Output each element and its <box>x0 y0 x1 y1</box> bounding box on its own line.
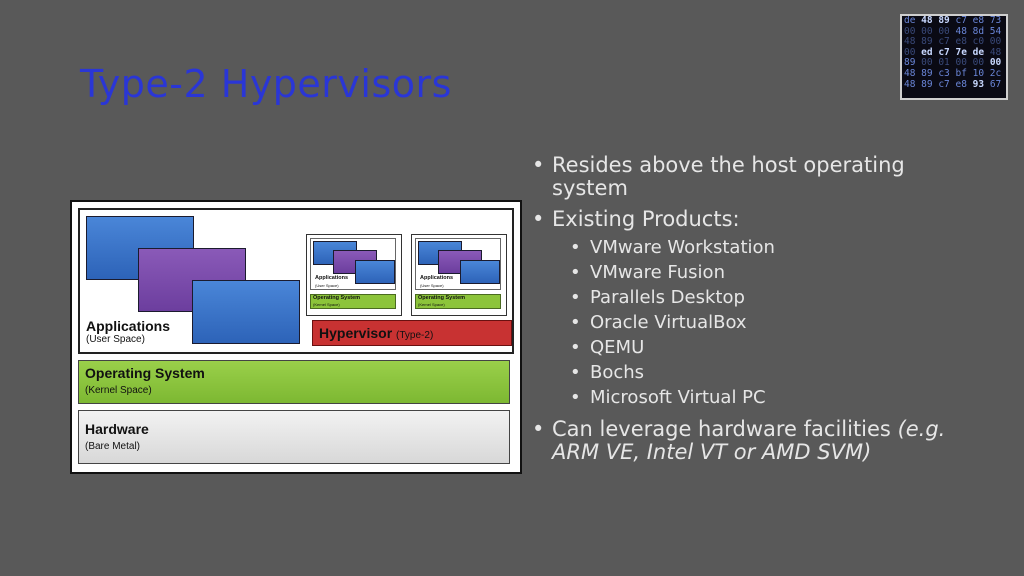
hypervisor-diagram: Applications (User Space) Applications (… <box>70 200 522 474</box>
guest-user-space: Applications (User Space) <box>310 238 396 290</box>
hex-dump-logo: de 48 89 c7 e8 73 00 00 00 48 8d 54 48 8… <box>900 14 1008 100</box>
guest-user-space: Applications (User Space) <box>415 238 501 290</box>
guest-applications-label: Applications <box>420 275 454 281</box>
hypervisor-label: Hypervisor <box>319 325 393 341</box>
leverage-text: Can leverage hardware facilities <box>552 417 891 441</box>
product-item: VMware Fusion <box>570 260 972 285</box>
product-item: Oracle VirtualBox <box>570 310 972 335</box>
logo-row: 48 89 c3 bf 10 2c <box>904 67 1002 79</box>
guest-os-layer: Operating System (Kernel Space) <box>310 294 396 309</box>
host-os-layer: Operating System (Kernel Space) <box>78 360 510 404</box>
bullet-existing-products: Existing Products: <box>532 208 972 232</box>
bullet-resides: Resides above the host operating system <box>532 154 972 200</box>
guest-applications-label: Applications <box>315 275 349 281</box>
applications-title: Applications <box>86 318 171 334</box>
guest-app-window <box>460 260 500 284</box>
hypervisor-layer: Hypervisor (Type-2) <box>312 320 512 346</box>
hypervisor-type-label: (Type-2) <box>396 330 434 341</box>
product-item: VMware Workstation <box>570 235 972 260</box>
leverage-examples: (e.g. ARM VE, Intel VT or AMD SVM) <box>552 417 946 464</box>
user-space-area: Applications (User Space) Applications (… <box>78 208 514 354</box>
logo-row: 89 00 01 00 00 00 <box>904 57 1002 69</box>
guest-os-layer: Operating System (Kernel Space) <box>415 294 501 309</box>
hardware-label: Hardware <box>85 421 149 437</box>
host-os-label: Operating System <box>85 365 205 381</box>
applications-label: Applications (User Space) <box>86 318 170 345</box>
logo-row: 00 00 00 48 8d 54 <box>904 25 1002 37</box>
guest-user-space-label: (User Space) <box>420 283 444 288</box>
logo-row: de 48 89 c7 e8 73 <box>904 15 1002 26</box>
logo-row: 00 ed c7 7e de 48 <box>904 46 1002 58</box>
logo-row: 48 89 c7 e8 93 67 <box>904 78 1002 90</box>
product-item: Bochs <box>570 360 972 385</box>
app-window-blue <box>192 280 300 344</box>
kernel-space-label: (Kernel Space) <box>85 385 152 396</box>
user-space-label: (User Space) <box>86 334 145 345</box>
product-item: QEMU <box>570 335 972 360</box>
guest-os-label: Operating System <box>418 295 466 301</box>
hardware-layer: Hardware (Bare Metal) <box>78 410 510 464</box>
guest-vm: Applications (User Space) Operating Syst… <box>306 234 402 316</box>
logo-row: 48 89 c7 e8 c0 00 <box>904 36 1002 48</box>
product-item: Parallels Desktop <box>570 285 972 310</box>
guest-app-window <box>355 260 395 284</box>
products-list: VMware Workstation VMware Fusion Paralle… <box>532 235 972 410</box>
guest-vm: Applications (User Space) Operating Syst… <box>411 234 507 316</box>
product-item: Microsoft Virtual PC <box>570 385 972 410</box>
bullet-leverage: Can leverage hardware facilities (e.g. A… <box>532 418 972 464</box>
slide-title: Type-2 Hypervisors <box>80 62 452 106</box>
guest-user-space-label: (User Space) <box>315 283 339 288</box>
guest-kernel-label: (Kernel Space) <box>313 302 340 307</box>
guest-kernel-label: (Kernel Space) <box>418 302 445 307</box>
bare-metal-label: (Bare Metal) <box>85 441 141 452</box>
bullet-list: Resides above the host operating system … <box>532 154 972 472</box>
guest-os-label: Operating System <box>313 295 361 301</box>
